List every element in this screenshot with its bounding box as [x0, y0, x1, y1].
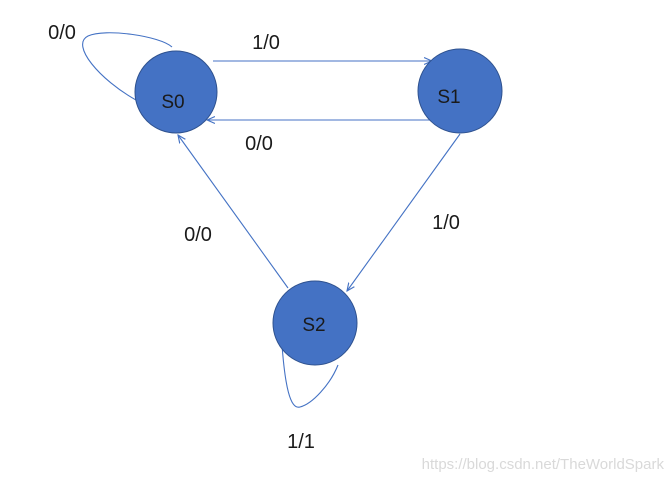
- edge-label-s1-to-s0: 0/0: [245, 133, 273, 155]
- edge-label-s2-self: 1/1: [287, 431, 315, 453]
- state-s0-circle: [134, 50, 218, 134]
- edge-s0-self-loop: [82, 32, 173, 101]
- edge-label-s2-to-s0: 0/0: [184, 224, 212, 246]
- state-s2: S2: [272, 280, 358, 366]
- edge-label-s1-to-s2: 1/0: [432, 212, 460, 234]
- edge-label-s0-self: 0/0: [48, 22, 76, 44]
- edge-s2-to-s0: [178, 135, 289, 289]
- watermark: https://blog.csdn.net/TheWorldSpark: [422, 456, 665, 473]
- edge-s1-to-s2: [347, 133, 461, 291]
- edge-label-s0-to-s1: 1/0: [252, 32, 280, 54]
- state-s1-circle: [417, 48, 503, 134]
- state-s1: S1: [417, 48, 503, 134]
- state-s0: S0: [134, 50, 218, 134]
- state-s0-label: S0: [161, 92, 184, 113]
- state-s2-label: S2: [302, 315, 325, 336]
- state-s1-label: S1: [437, 87, 460, 108]
- edge-s2-self-loop: [281, 344, 339, 408]
- state-s2-circle: [272, 280, 358, 366]
